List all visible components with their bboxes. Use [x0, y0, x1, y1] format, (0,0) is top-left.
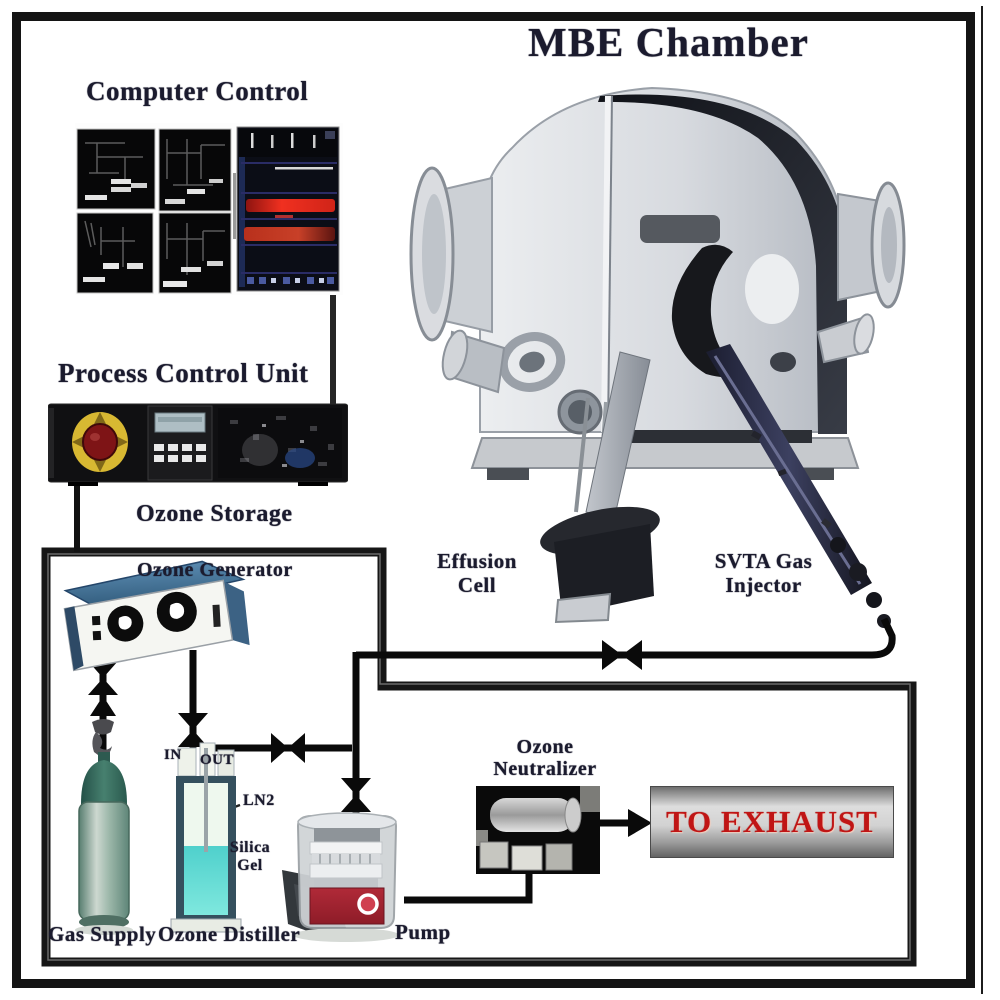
chamber-right-port-bore — [881, 207, 897, 283]
arrow-to-exhaust — [628, 809, 652, 837]
chamber-small-hole — [770, 352, 796, 372]
gas-regulator — [92, 719, 114, 735]
screen-panel-right-tall — [236, 126, 340, 292]
to-exhaust-banner: TO EXHAUST — [650, 786, 894, 858]
ozone-distiller-image — [170, 742, 242, 933]
chamber-cutaway-shell — [598, 94, 847, 434]
valve-pump-inlet — [341, 778, 371, 812]
neutralizer-corner-patch — [580, 786, 600, 812]
effusion-rod-1 — [574, 397, 590, 513]
chamber-viewport-ring — [498, 332, 566, 392]
ozone-generator-image — [63, 560, 250, 672]
page-title: MBE Chamber — [528, 19, 809, 65]
image-border-thin-line — [981, 6, 983, 994]
emergency-stop-button — [72, 412, 128, 472]
screen-panel-bottom-left — [76, 212, 154, 294]
chamber-viewport-bore — [519, 351, 545, 373]
pump-image — [282, 812, 399, 942]
pcu-rack-ear — [48, 408, 54, 478]
process-control-unit-image — [48, 403, 348, 486]
gas-cylinder-image — [75, 752, 133, 935]
distiller-base — [170, 918, 242, 933]
cylinder-shoulder — [81, 760, 127, 812]
chamber-crescent-opening — [671, 244, 740, 378]
pcu-foot-right — [298, 482, 328, 486]
label-effusion-cell: Effusion Cell — [437, 549, 517, 597]
neutralizer-end-cap — [564, 797, 582, 833]
generator-dial-2-face — [169, 602, 185, 619]
chamber-foot-left — [487, 468, 529, 480]
neutralizer-block-1 — [479, 841, 509, 869]
svta-fitting-1 — [830, 537, 846, 553]
generator-left-stripe — [64, 606, 84, 671]
screen-panel-bottom-right — [158, 212, 232, 294]
effusion-cell-body — [554, 524, 654, 616]
chamber-seam-shade — [607, 95, 613, 433]
pump-red-ring — [357, 893, 379, 915]
valve-chamber-feed — [602, 640, 642, 670]
pcu-display-module — [147, 405, 213, 481]
screen-panel-top-right — [158, 128, 232, 212]
valve-distiller-in — [178, 713, 208, 747]
effusion-cell-foot — [554, 592, 612, 624]
generator-dial-1-face — [118, 616, 132, 630]
svta-debris-1 — [751, 430, 762, 441]
neutralizer-block-3 — [545, 843, 573, 871]
pcu-foot-left — [68, 482, 98, 486]
valve-gas-supply — [88, 661, 118, 695]
pcu-right-panel — [218, 408, 342, 478]
valve-distiller-out — [271, 733, 305, 763]
chamber-left-stub-flange — [441, 329, 469, 381]
pump-shadow — [293, 928, 399, 942]
to-exhaust-text: TO EXHAUST — [666, 804, 878, 839]
label-ozone-generator: Ozone Generator — [137, 559, 293, 581]
label-pump: Pump — [395, 920, 451, 944]
screens-divider-pole — [233, 173, 236, 239]
svta-debris-3 — [821, 518, 832, 529]
chamber-left-port-bore — [422, 194, 446, 314]
computer-screens-image — [75, 123, 343, 295]
distiller-inner-tube — [204, 748, 208, 852]
label-gas-supply: Gas Supply — [48, 922, 157, 946]
ozone-neutralizer-image — [476, 786, 600, 874]
chamber-slot-window — [640, 215, 720, 243]
label-ozone-neutralizer: Ozone Neutralizer — [493, 736, 597, 781]
flow-arrow-up — [90, 696, 116, 716]
screen-panel-top-left — [76, 128, 156, 210]
label-ozone-storage: Ozone Storage — [136, 501, 293, 527]
label-process-control-unit: Process Control Unit — [58, 358, 309, 388]
mbe-chamber-image — [409, 86, 906, 628]
generator-latch — [212, 604, 221, 627]
pump-mechanism — [309, 828, 383, 888]
cylinder-shadow — [75, 925, 133, 935]
svta-debris-2 — [777, 468, 787, 477]
neutralizer-block-2 — [511, 845, 543, 871]
label-computer-control: Computer Control — [86, 76, 309, 106]
cylinder-body — [78, 801, 130, 921]
chamber-light-spot — [745, 254, 799, 324]
generator-led-2 — [92, 630, 102, 641]
label-ozone-distiller: Ozone Distiller — [158, 922, 301, 946]
label-ln2: LN2 — [243, 792, 275, 809]
label-silica-gel: Silica Gel — [229, 839, 271, 874]
chamber-body — [479, 86, 847, 433]
neutralizer-cylinder — [490, 798, 574, 832]
gas-regulator-body — [92, 732, 112, 758]
label-port-in: IN — [164, 747, 182, 763]
generator-led-1 — [91, 615, 101, 626]
ozone-storage-box-bevel — [47, 553, 911, 961]
ozone-storage-box-outline — [41, 547, 917, 967]
distiller-liquid — [184, 846, 228, 915]
svta-fitting-2 — [849, 563, 867, 581]
chamber-seam — [601, 95, 611, 433]
generator-side — [221, 580, 250, 646]
chamber-right-stub-flange — [853, 313, 875, 355]
pipe-chamber-feed — [356, 617, 896, 659]
svta-fitting-3 — [866, 592, 882, 608]
label-svta-gas-injector: SVTA Gas Injector — [714, 549, 813, 597]
label-port-out: OUT — [200, 752, 235, 768]
